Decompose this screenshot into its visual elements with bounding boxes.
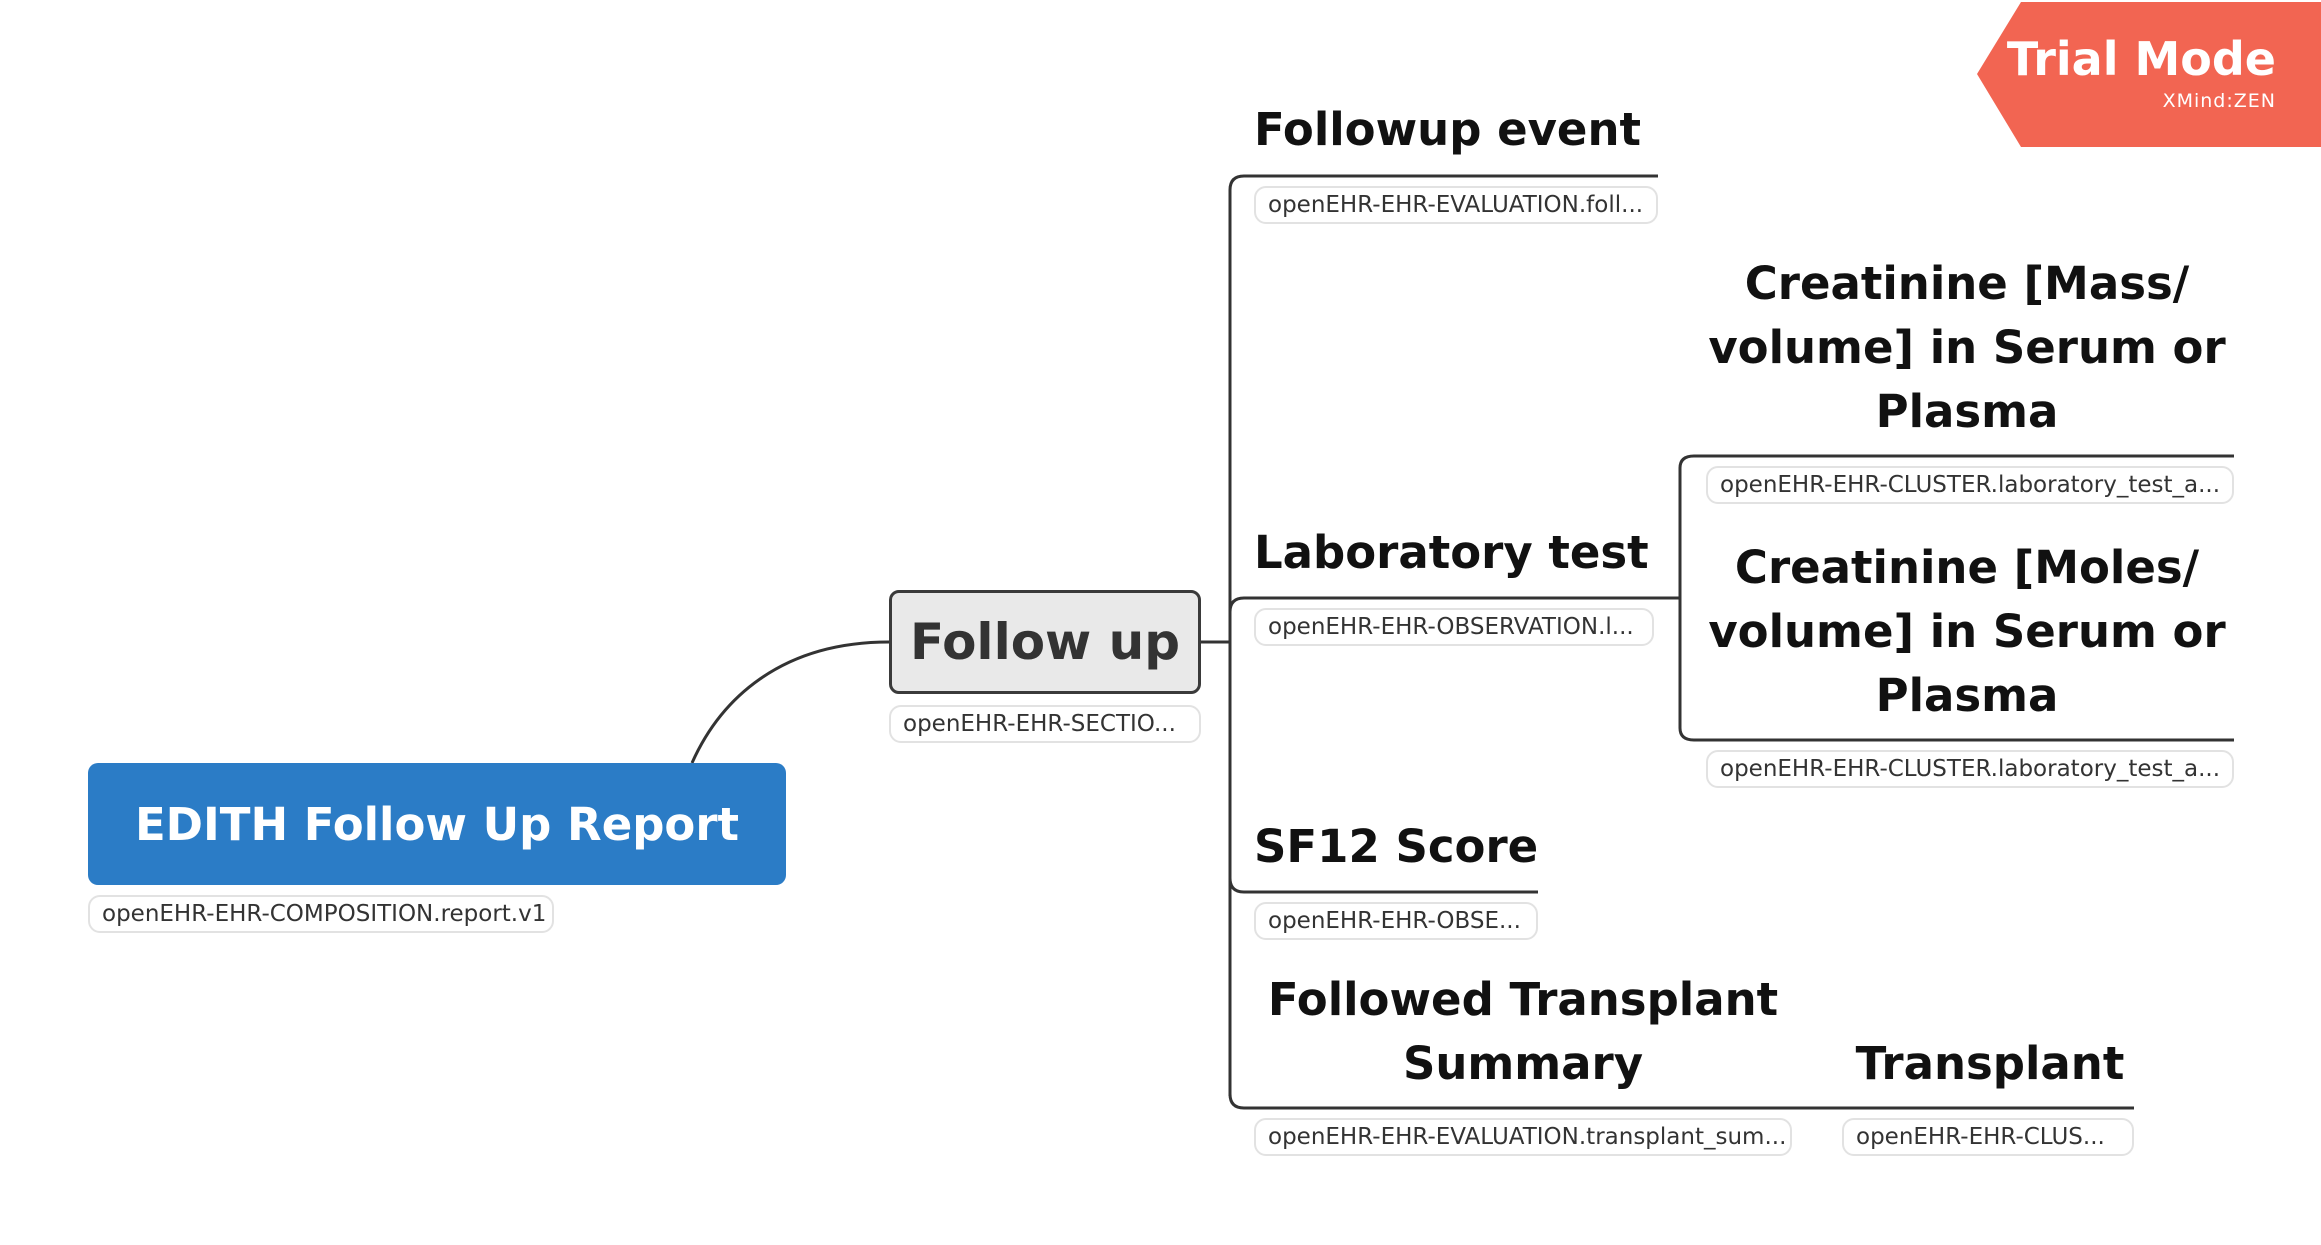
topic-laboratory-test-label: Laboratory test	[1254, 526, 1649, 579]
trial-mode-badge[interactable]: Trial Mode XMind:ZEN	[1977, 2, 2321, 147]
root-topic[interactable]: EDITH Follow Up Report	[88, 763, 786, 885]
topic-transplant[interactable]: Transplant	[1846, 1032, 2134, 1096]
topic-creatinine-mass-line-3: Plasma	[1875, 385, 2059, 438]
note-creatinine-moles-text: openEHR-EHR-CLUSTER.laboratory_test_a...	[1720, 756, 2221, 782]
topic-followed-transplant-line-1: Followed Transplant	[1267, 973, 1779, 1026]
section-topic-follow-up[interactable]: Follow up	[889, 590, 1201, 694]
topic-creatinine-mass-line-2: volume] in Serum or	[1708, 321, 2226, 374]
note-followup-event: openEHR-EHR-EVALUATION.foll...	[1254, 186, 1658, 224]
note-followed-transplant-summary: openEHR-EHR-EVALUATION.transplant_sum...	[1254, 1118, 1792, 1156]
topic-followed-transplant-summary[interactable]: Followed Transplant Summary	[1254, 968, 1792, 1096]
topic-followed-transplant-line-2: Summary	[1402, 1037, 1644, 1090]
note-creatinine-mass-text: openEHR-EHR-CLUSTER.laboratory_test_a...	[1720, 472, 2221, 498]
topic-followup-event[interactable]: Followup event	[1254, 98, 1658, 162]
topic-creatinine-moles-line-1: Creatinine [Moles/	[1734, 541, 2200, 594]
note-followed-transplant-text: openEHR-EHR-EVALUATION.transplant_sum...	[1268, 1124, 1787, 1150]
topic-sf12-score-label: SF12 Score	[1254, 820, 1539, 873]
topic-laboratory-test[interactable]: Laboratory test	[1254, 521, 1680, 585]
note-laboratory-test: openEHR-EHR-OBSERVATION.l...	[1254, 608, 1654, 646]
note-laboratory-test-text: openEHR-EHR-OBSERVATION.l...	[1268, 614, 1634, 640]
note-transplant-text: openEHR-EHR-CLUS...	[1856, 1124, 2105, 1150]
topic-creatinine-moles-line-2: volume] in Serum or	[1708, 605, 2226, 658]
topic-sf12-score[interactable]: SF12 Score	[1254, 815, 1538, 879]
topic-creatinine-mass-line-1: Creatinine [Mass/	[1744, 257, 2190, 310]
section-note-text: openEHR-EHR-SECTIO...	[903, 711, 1176, 737]
topic-creatinine-mass[interactable]: Creatinine [Mass/ volume] in Serum or Pl…	[1700, 252, 2234, 444]
note-transplant: openEHR-EHR-CLUS...	[1842, 1118, 2134, 1156]
root-topic-label: EDITH Follow Up Report	[134, 797, 740, 851]
topic-followup-event-label: Followup event	[1254, 103, 1642, 156]
topic-creatinine-moles[interactable]: Creatinine [Moles/ volume] in Serum or P…	[1700, 536, 2234, 728]
root-note-text: openEHR-EHR-COMPOSITION.report.v1	[102, 901, 547, 927]
section-topic-label: Follow up	[909, 613, 1181, 671]
underline-followed-transplant	[1228, 1093, 1792, 1110]
note-sf12-score-text: openEHR-EHR-OBSE...	[1268, 908, 1521, 934]
note-followup-event-text: openEHR-EHR-EVALUATION.foll...	[1268, 192, 1644, 218]
trial-mode-badge-shape	[1977, 2, 2321, 147]
underline-creatinine-mass	[1678, 454, 2234, 598]
topic-transplant-label: Transplant	[1855, 1037, 2125, 1090]
note-creatinine-mass: openEHR-EHR-CLUSTER.laboratory_test_a...	[1706, 466, 2234, 504]
trial-mode-label: Trial Mode	[2006, 32, 2276, 86]
note-sf12-score: openEHR-EHR-OBSE...	[1254, 902, 1538, 940]
underline-laboratory-test	[1228, 596, 1680, 613]
topic-creatinine-moles-line-3: Plasma	[1875, 669, 2059, 722]
section-note: openEHR-EHR-SECTIO...	[889, 705, 1201, 743]
underline-followup-event	[1228, 174, 1658, 191]
underline-sf12	[1228, 877, 1538, 894]
connector-root-section	[690, 640, 890, 764]
note-creatinine-moles: openEHR-EHR-CLUSTER.laboratory_test_a...	[1706, 750, 2234, 788]
underline-creatinine-moles	[1678, 598, 2234, 742]
root-note: openEHR-EHR-COMPOSITION.report.v1	[88, 895, 554, 933]
xmind-zen-logo: XMind:ZEN	[2162, 90, 2276, 112]
